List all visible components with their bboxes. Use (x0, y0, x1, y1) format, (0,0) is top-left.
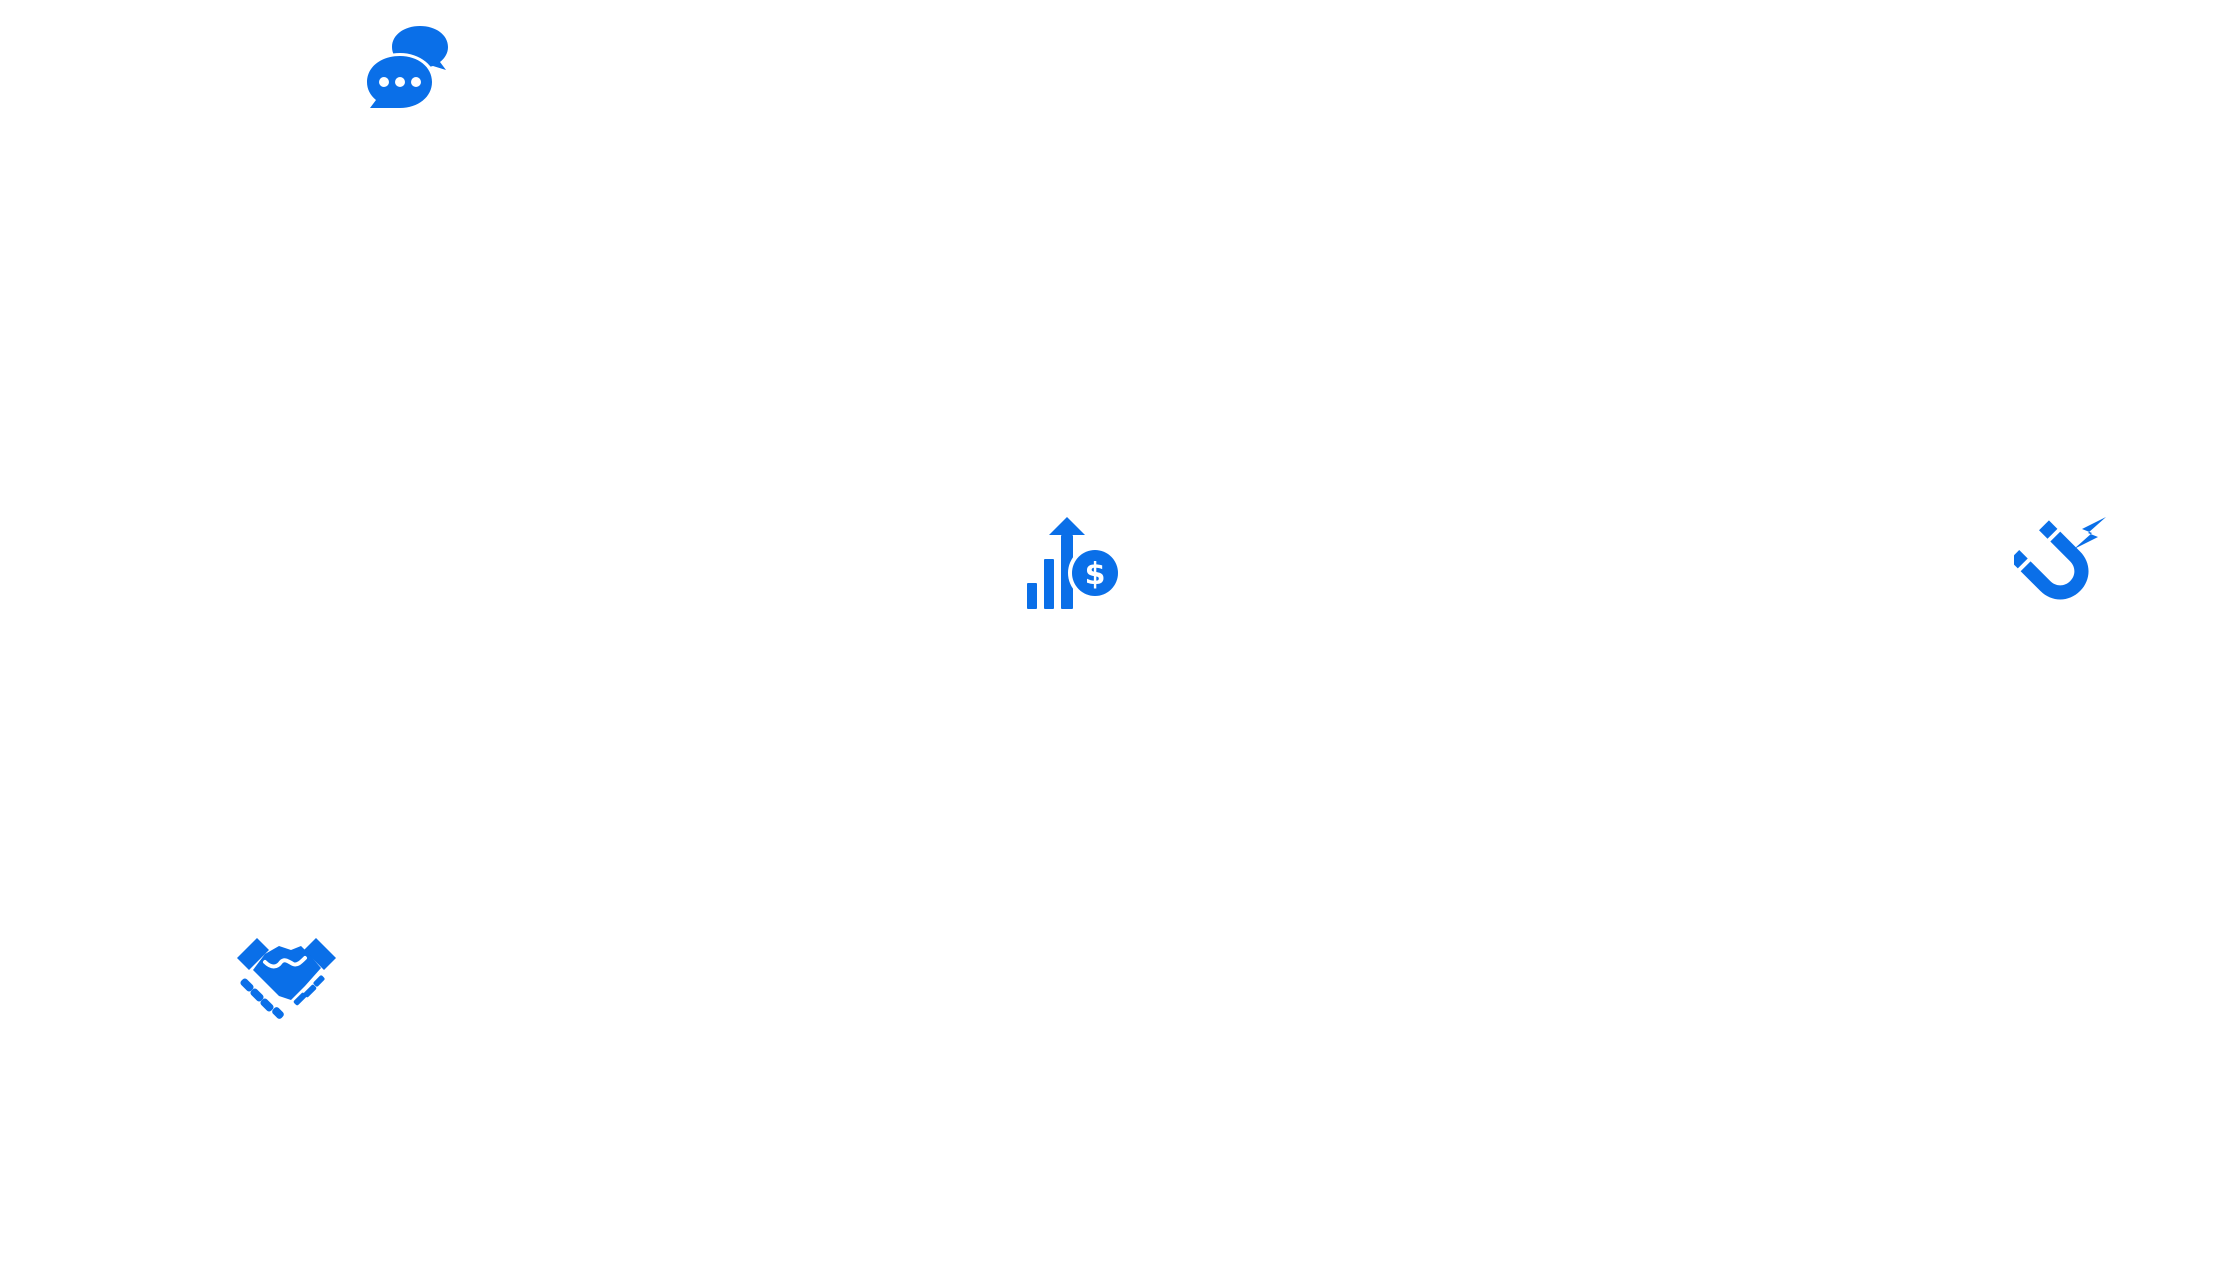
magnet-attraction-icon (2014, 515, 2108, 609)
handshake-graphic (237, 938, 336, 1019)
revenue-growth-graphic: $ (1027, 517, 1121, 609)
revenue-growth-icon: $ (1025, 515, 1121, 611)
chat-bubbles-graphic (364, 26, 448, 111)
handshake-icon (235, 932, 338, 1024)
svg-text:$: $ (1085, 557, 1106, 592)
magnet-attraction-graphic (2014, 517, 2106, 600)
chat-bubbles-icon (362, 24, 458, 116)
